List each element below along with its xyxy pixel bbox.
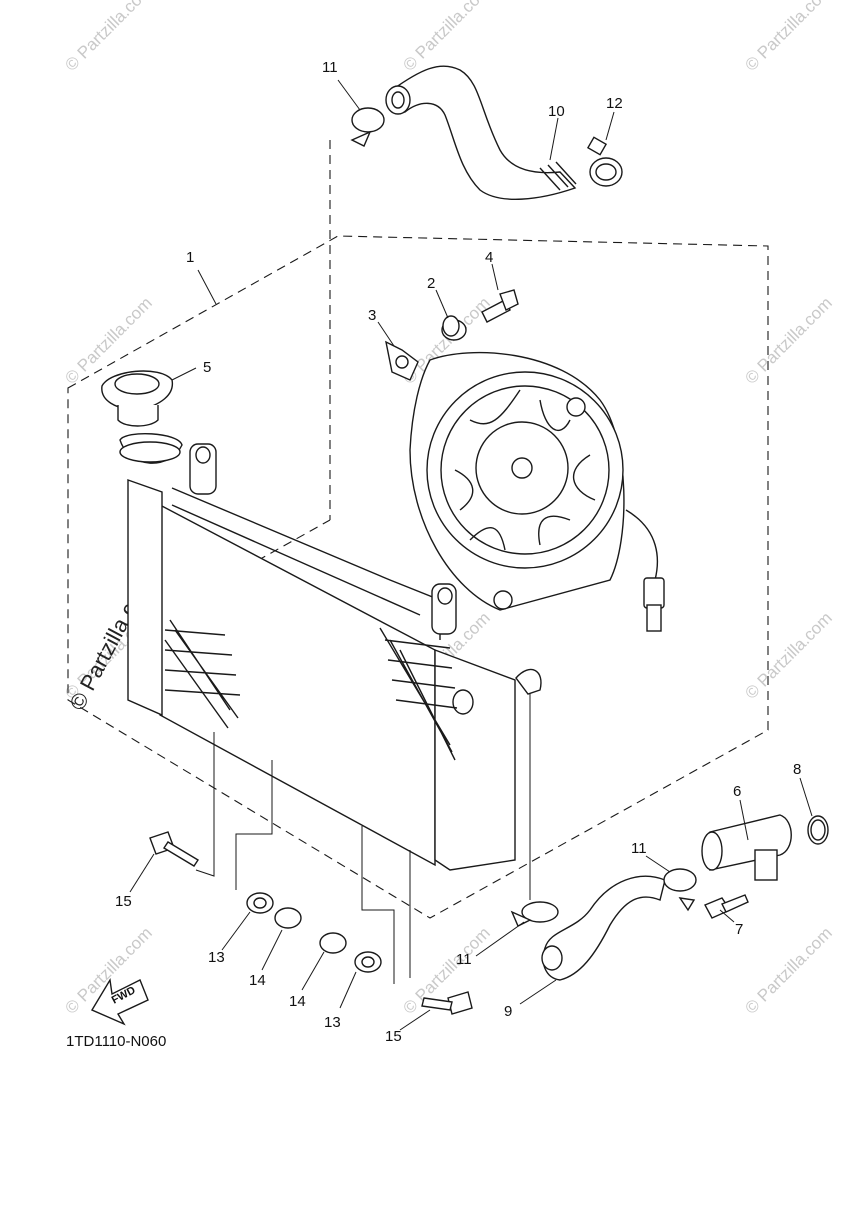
clamp-12	[586, 136, 623, 187]
callout-label: 7	[735, 921, 743, 938]
radiator-core	[164, 619, 458, 761]
callout-label: 2	[427, 275, 435, 292]
watermark-text: © Partzilla.com	[741, 608, 835, 702]
watermark-text: © Partzilla.com	[61, 0, 155, 75]
small-hardware	[149, 831, 473, 1015]
watermark-text: © Partzilla.com	[741, 923, 835, 1017]
callout-label: 6	[733, 783, 741, 800]
fan-fasteners	[385, 289, 519, 381]
watermark-text: © Partzilla.com	[741, 0, 835, 75]
callout-labels: 11 10 12 1 4 2 3 5 6 8 11 7 15 13 14 14 …	[115, 59, 801, 1045]
callout-label: 11	[322, 59, 338, 76]
callout-label: 11	[631, 840, 647, 857]
callout-label: 13	[324, 1014, 341, 1031]
radiator	[119, 432, 542, 871]
callout-label: 15	[385, 1028, 402, 1045]
upper-hose	[385, 65, 577, 200]
radiator-cap	[101, 370, 174, 427]
clamp-top	[350, 107, 385, 147]
diagram-code: 1TD1110-N060	[66, 1033, 166, 1050]
callout-label: 9	[504, 1003, 512, 1020]
lower-hoses	[510, 814, 829, 981]
callout-label: 14	[249, 972, 266, 989]
callout-label: 15	[115, 893, 132, 910]
callout-label: 13	[208, 949, 225, 966]
callout-label: 14	[289, 993, 306, 1010]
callout-label: 3	[368, 307, 376, 324]
callout-label: 12	[606, 95, 623, 112]
watermark-text: © Partzilla.com	[399, 0, 493, 75]
callout-label: 5	[203, 359, 211, 376]
callout-label: 11	[456, 951, 472, 968]
callout-label: 8	[793, 761, 801, 778]
callout-label: 4	[485, 249, 493, 266]
callout-label: 10	[548, 103, 565, 120]
watermark-text: © Partzilla.com	[741, 293, 835, 387]
fan-assembly	[409, 319, 665, 632]
callout-label: 1	[186, 249, 194, 266]
leader-lines	[129, 79, 813, 1031]
